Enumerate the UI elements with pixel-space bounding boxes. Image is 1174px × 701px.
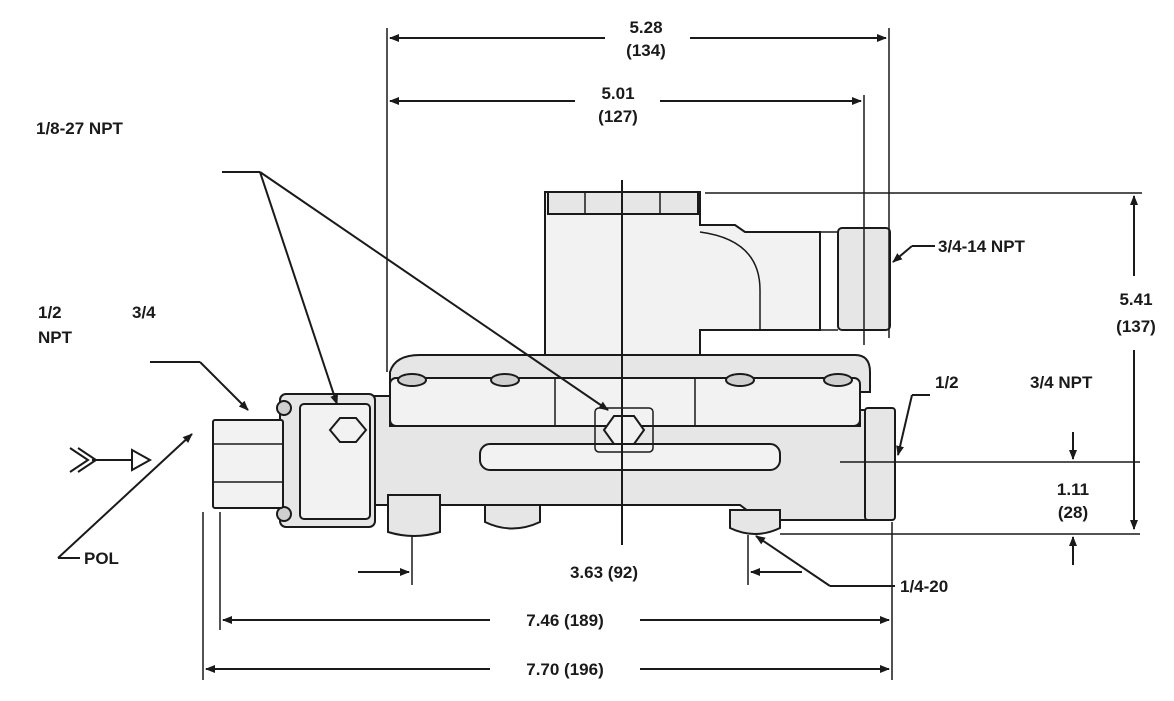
- inlet-npt-label: NPT: [38, 328, 73, 347]
- dim-1-11-mm: (28): [1058, 503, 1088, 522]
- bottom-foot-center: [484, 504, 541, 530]
- vent-tap-callout: 1/8-27 NPT: [36, 119, 609, 411]
- dimension-1-11: 1.11 (28): [780, 432, 1140, 565]
- mount-thread-callout: 1/4-20: [755, 535, 948, 596]
- outlet-top-label: 3/4-14 NPT: [938, 237, 1026, 256]
- outlet-half-label: 1/2: [935, 373, 959, 392]
- dim-5-28-mm: (134): [626, 41, 666, 60]
- outlet-three-quarter-npt-label: 3/4 NPT: [1030, 373, 1093, 392]
- center-hex-plug: [602, 415, 646, 445]
- regulator-body: [212, 191, 896, 537]
- outlet-side-callout: 1/2 3/4 NPT: [896, 373, 1093, 456]
- inlet-hex-plug: [328, 417, 368, 443]
- dim-1-11-inch: 1.11: [1057, 480, 1089, 499]
- dim-3-63-label: 3.63 (92): [570, 563, 638, 582]
- flow-direction-arrow: [69, 447, 153, 473]
- dim-5-01-inch: 5.01: [601, 84, 634, 103]
- mounting-boss: [729, 509, 781, 535]
- dimension-5-41: 5.41 (137): [705, 192, 1156, 530]
- inlet-callout: 1/2 NPT 3/4: [38, 303, 249, 411]
- inlet-pipe: [212, 419, 284, 509]
- dim-7-70-label: 7.70 (196): [526, 660, 604, 679]
- dim-5-28-inch: 5.28: [629, 18, 662, 37]
- outlet-top-callout: 3/4-14 NPT: [892, 237, 1026, 263]
- dimension-5-28: 5.28 (134): [386, 18, 890, 372]
- dimension-3-63: 3.63 (92): [358, 535, 802, 585]
- pol-callout: POL: [57, 433, 193, 568]
- outlet-spud: [864, 407, 896, 521]
- dim-7-46-label: 7.46 (189): [526, 611, 604, 630]
- bonnet-housing: [544, 191, 821, 356]
- dimension-7-46: 7.46 (189): [219, 512, 893, 680]
- dim-5-41-inch: 5.41: [1119, 290, 1152, 309]
- dimension-7-70: 7.70 (196): [202, 512, 890, 680]
- inlet-half-label: 1/2: [38, 303, 62, 322]
- pol-label: POL: [84, 549, 119, 568]
- dim-5-01-mm: (127): [598, 107, 638, 126]
- inlet-three-quarter-label: 3/4: [132, 303, 156, 322]
- dimension-5-01: 5.01 (127): [389, 84, 865, 345]
- vent-tap-label: 1/8-27 NPT: [36, 119, 124, 138]
- dim-5-41-mm: (137): [1116, 317, 1156, 336]
- mount-thread-label: 1/4-20: [900, 577, 948, 596]
- bottom-foot-left: [387, 494, 441, 537]
